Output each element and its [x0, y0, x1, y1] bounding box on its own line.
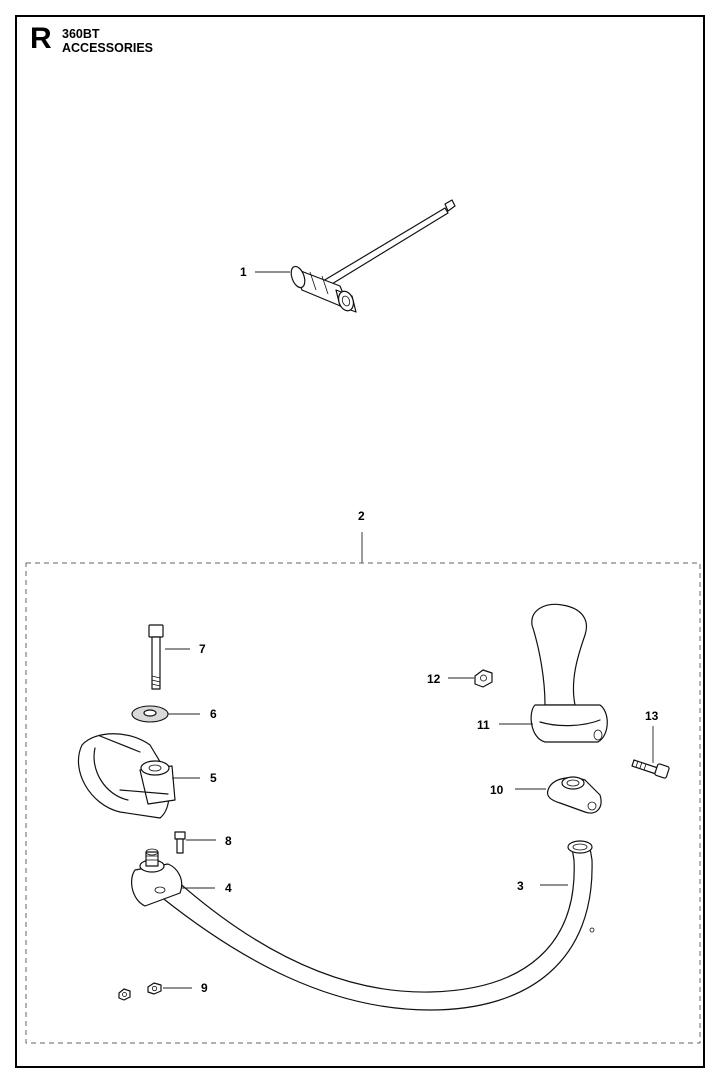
section-title: ACCESSORIES — [62, 41, 153, 55]
callout-10: 10 — [490, 783, 504, 797]
part-6-washer — [131, 705, 169, 723]
model-title: 360BT — [62, 27, 100, 41]
callout-9: 9 — [201, 981, 208, 995]
callout-1: 1 — [240, 265, 247, 279]
part-10-grip-base — [546, 776, 602, 814]
part-9-nuts — [118, 982, 162, 1001]
callout-4: 4 — [225, 881, 232, 895]
part-7-bolt — [148, 624, 164, 690]
section-letter: R — [30, 22, 52, 55]
callout-7: 7 — [199, 642, 206, 656]
part-12-nut — [474, 669, 493, 688]
callout-2: 2 — [358, 509, 365, 523]
callout-3: 3 — [517, 879, 524, 893]
part-4-handle-bracket — [131, 848, 183, 907]
page-frame — [15, 15, 705, 1068]
part-3-loop-handle — [159, 840, 595, 1011]
part-11-grip — [530, 603, 608, 743]
part-8-screw — [174, 831, 186, 854]
part-1-combination-wrench — [290, 199, 456, 313]
callout-8: 8 — [225, 834, 232, 848]
part-5-handle-clamp — [77, 733, 176, 819]
callout-12: 12 — [427, 672, 441, 686]
callout-13: 13 — [645, 709, 659, 723]
callout-11: 11 — [477, 718, 490, 732]
callout-6: 6 — [210, 707, 217, 721]
callout-5: 5 — [210, 771, 217, 785]
kit-dashed-box — [25, 562, 701, 1044]
part-13-screw — [631, 759, 670, 779]
